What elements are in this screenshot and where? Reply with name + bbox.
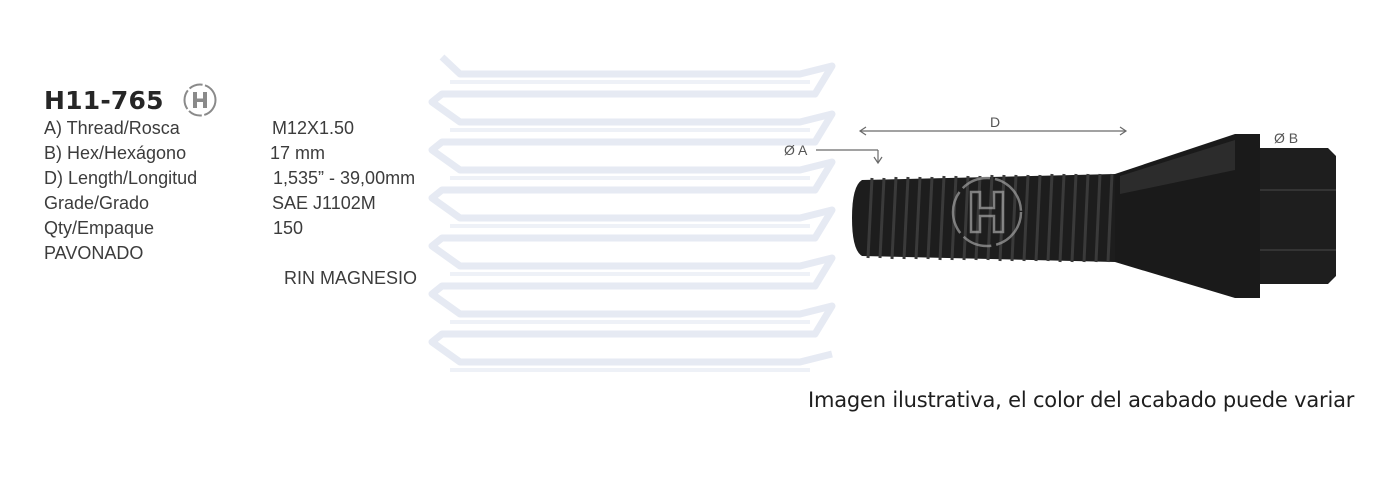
- spec-label-qty: Qty/Empaque: [44, 218, 155, 238]
- dimension-a-leader: [816, 149, 883, 165]
- spec-label-finish: PAVONADO: [44, 243, 144, 263]
- application-text: RIN MAGNESIO: [284, 268, 418, 288]
- spec-value-hex: 17 mm: [270, 143, 326, 163]
- spec-value-grade: SAE J1102M: [272, 193, 376, 213]
- spec-label-length: D) Length/Longitud: [44, 168, 198, 188]
- brand-logo-icon: [183, 83, 217, 117]
- bolt-body: [852, 134, 1336, 298]
- part-code: H11-765: [44, 85, 164, 115]
- dimension-d: [858, 126, 1128, 136]
- spec-label-thread: A) Thread/Rosca: [44, 118, 180, 138]
- spec-label-hex: B) Hex/Hexágono: [44, 143, 187, 163]
- bolt-watermark-logo-icon: [951, 176, 1023, 248]
- watermark-waves: [428, 54, 836, 372]
- dimension-b-label: Ø B: [1274, 130, 1298, 146]
- bolt-figure: D Ø A Ø B: [784, 114, 1336, 298]
- spec-label-grade: Grade/Grado: [44, 193, 150, 213]
- dimension-a-label: Ø A: [784, 142, 808, 158]
- spec-value-qty: 150: [273, 218, 304, 238]
- dimension-d-label: D: [990, 114, 1000, 130]
- title-row: H11-765: [44, 82, 218, 118]
- spec-value-thread: M12X1.50: [272, 118, 355, 138]
- spec-value-length: 1,535” - 39,00mm: [273, 168, 416, 188]
- caption: Imagen ilustrativa, el color del acabado…: [808, 388, 1355, 412]
